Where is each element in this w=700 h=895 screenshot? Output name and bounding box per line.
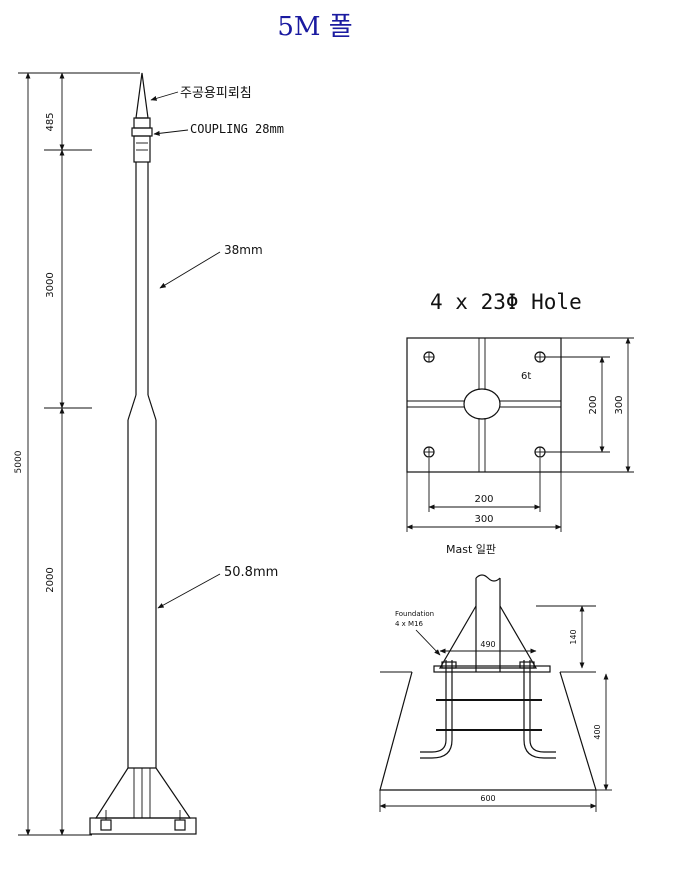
dim-400-text: 400 (593, 724, 602, 739)
dim-2000-text: 2000 (45, 567, 56, 592)
dim-485-text: 485 (45, 112, 56, 131)
label-lightning-rod: 주공용피뢰침 (180, 86, 252, 101)
anchor-bolt (174, 819, 186, 831)
dim-490-text: 490 (480, 640, 495, 649)
plate-outline (406, 337, 562, 473)
dim-v300-text: 300 (614, 395, 625, 414)
foundation-label-line1: Foundation (395, 610, 434, 618)
page-title: 5M 폴 (277, 12, 353, 42)
foundation-gusset (438, 605, 538, 669)
lightning-rod-tip (135, 72, 149, 119)
dim-h200-text: 200 (474, 494, 493, 505)
pole-drawing: 485 3000 2000 5000 주공용피뢰침 COUPLING 28mm … (14, 72, 284, 836)
concrete-foundation (379, 671, 597, 791)
anchor-bolt (100, 819, 112, 831)
base-plate-drawing: 4 x 23Φ Hole 6t 200 300 200 (406, 290, 634, 556)
mast-stub-break (475, 574, 501, 582)
dim-5000-text: 5000 (14, 450, 24, 473)
foundation-label-line2: 4 x M16 (395, 620, 424, 628)
center-hole (463, 388, 501, 420)
base-plate (89, 817, 197, 835)
dim-h300-text: 300 (474, 514, 493, 525)
plate-hole-title: 4 x 23Φ Hole (430, 290, 582, 314)
foundation-drawing: 490 Foundation 4 x M16 140 400 600 (379, 574, 612, 812)
dim-600-text: 600 (480, 794, 495, 803)
plate-caption: Mast 일판 (446, 542, 496, 556)
dim-140-text: 140 (569, 629, 578, 644)
label-coupling: COUPLING 28mm (190, 122, 284, 136)
base-gusset (94, 767, 192, 819)
label-38mm: 38mm (224, 243, 263, 257)
dim-v200-text: 200 (588, 395, 599, 414)
dim-3000-text: 3000 (45, 272, 56, 297)
plate-thickness: 6t (521, 371, 531, 382)
label-50-8mm: 50.8mm (224, 565, 278, 580)
coupling (133, 117, 151, 129)
